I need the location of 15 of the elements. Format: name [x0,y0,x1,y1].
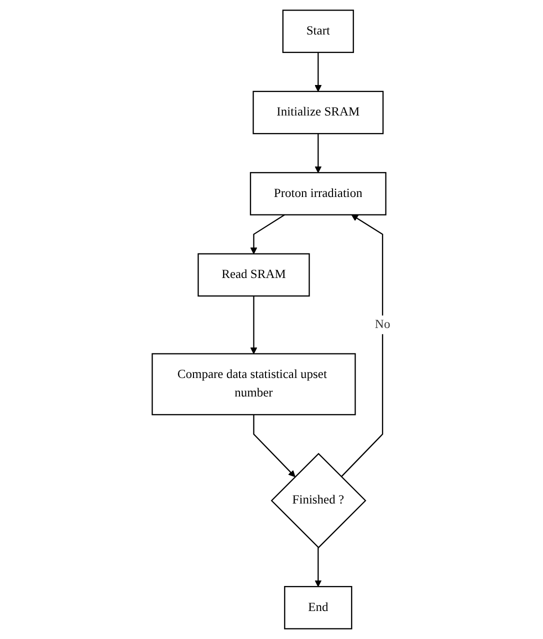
node-box: Initialize SRAM [252,90,384,134]
arrow [253,414,296,478]
arrow [250,214,286,254]
node-diamond: Finished ? [271,452,367,548]
node-box: Start [282,10,354,53]
arrow [341,214,384,478]
edge-label: No [375,318,390,332]
node-box: Read SRAM [198,253,310,297]
node-box: Compare data statistical upset number [152,353,356,416]
arrow [315,52,322,92]
node-box: Proton irradiation [250,172,387,216]
arrow [315,548,322,587]
node-box: End [284,586,352,630]
arrow [315,134,322,173]
arrow [250,296,258,354]
